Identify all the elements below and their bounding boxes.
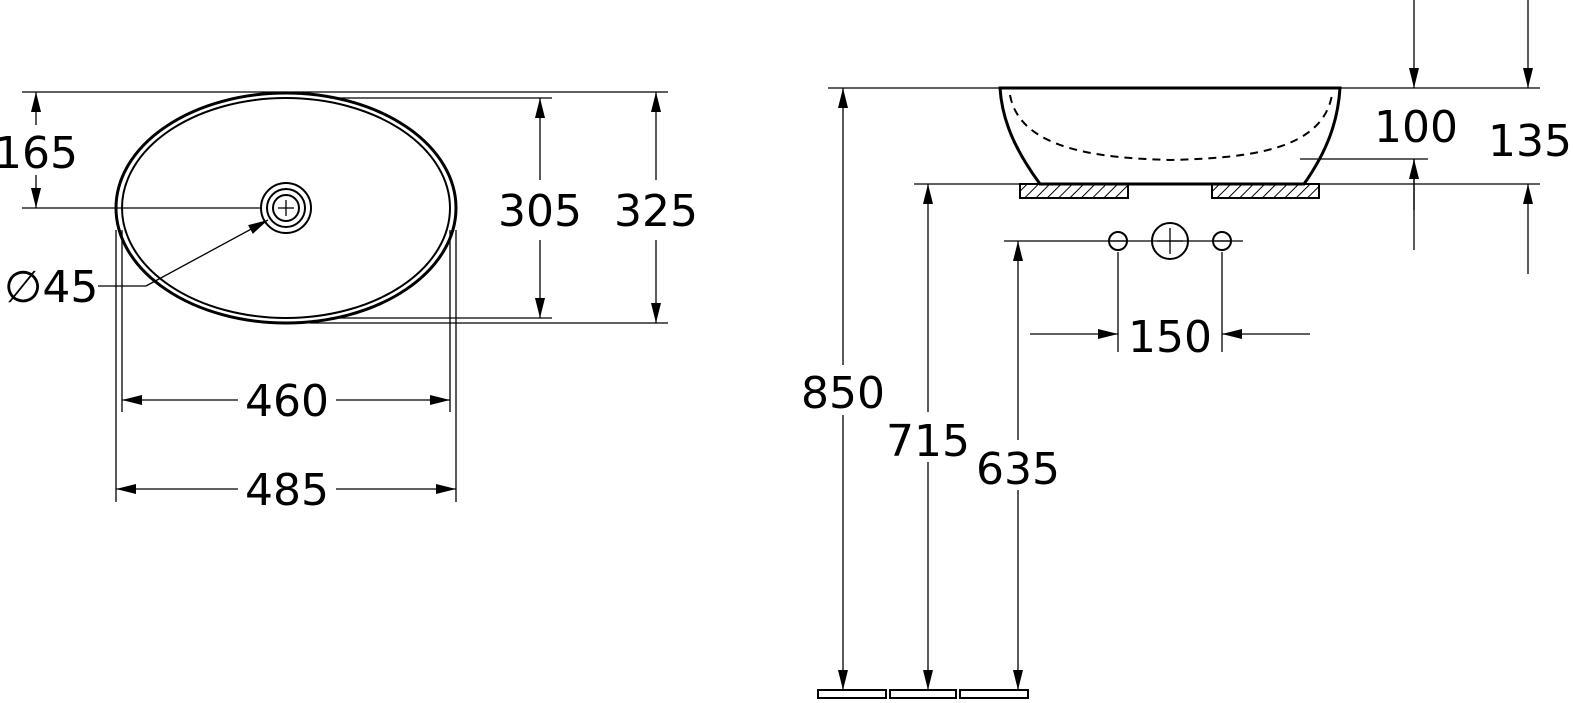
dim-supply-height: 635 — [976, 444, 1060, 495]
basin-interior-dashed — [1009, 94, 1333, 162]
dim-rim-height: 850 — [801, 368, 885, 419]
drain-icon — [260, 182, 312, 234]
top-view: 165 305 325 ∅45 460 485 — [0, 91, 698, 516]
floor-block-2 — [889, 689, 957, 699]
dim-counter-height: 715 — [886, 416, 970, 467]
dim-center-offset: 165 — [0, 128, 78, 179]
floor-block-1 — [817, 689, 887, 699]
dim-drain-diameter: ∅45 — [4, 262, 98, 313]
dim-total-height: 135 — [1488, 116, 1572, 167]
dim-outer-width: 485 — [245, 465, 329, 516]
dim-inner-width: 460 — [245, 376, 329, 427]
side-view: 100 135 150 850 715 635 — [801, 0, 1572, 699]
basin-profile — [998, 86, 1342, 186]
dim-bowl-depth: 100 — [1374, 102, 1458, 153]
countertop-right — [1211, 183, 1320, 199]
dim-tap-spacing: 150 — [1128, 312, 1212, 363]
dim-inner-depth: 305 — [498, 186, 582, 237]
floor-block-3 — [959, 689, 1029, 699]
dim-outer-depth: 325 — [614, 186, 698, 237]
countertop-left — [1019, 183, 1129, 199]
